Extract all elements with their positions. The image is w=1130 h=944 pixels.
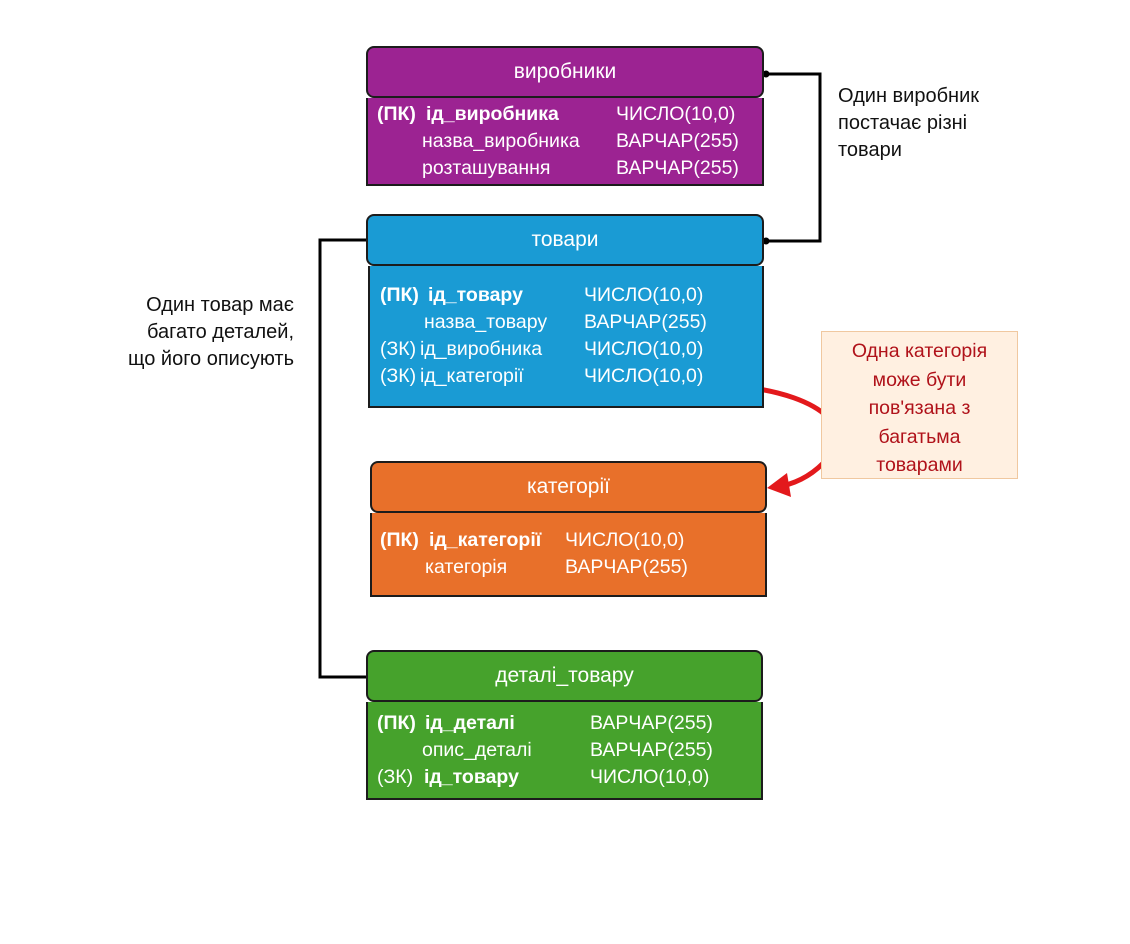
field-name: ід_товару [428,284,523,306]
field-row: (ЗК) ід_товару ЧИСЛО(10,0) [368,764,761,791]
field-type: ЧИСЛО(10,0) [584,365,704,387]
field-name: назва_виробника [422,130,580,152]
field-type: ВАРЧАР(255) [565,556,688,578]
manufacturer-product-connector [764,72,822,243]
field-type: ЧИСЛО(10,0) [590,766,710,788]
field-name: ід_товару [424,766,519,788]
connector-end-dot [762,70,770,78]
field-name: ід_виробника [420,338,543,360]
note-category-products: Одна категорія може бути пов'язана з баг… [821,331,1018,479]
field-type: ВАРЧАР(255) [616,130,739,152]
entity-products: товари (ПК) ід_товару ЧИСЛО(10,0) назва_… [366,214,764,408]
entity-title: товари [531,228,599,251]
field-type: ВАРЧАР(255) [616,157,739,179]
field-key: (ЗК) [380,365,417,387]
field-row: (ЗК) ід_виробника ЧИСЛО(10,0) [370,336,762,363]
field-type: ЧИСЛО(10,0) [584,284,704,306]
entity-manufacturers: виробники (ПК) ід_виробника ЧИСЛО(10,0) … [366,46,764,186]
field-type: ЧИСЛО(10,0) [584,338,704,360]
field-name: ід_категорії [429,529,542,551]
field-row: (ПК) ід_товару ЧИСЛО(10,0) [370,282,762,309]
entity-product-details: деталі_товару (ПК) ід_деталі ВАРЧАР(255)… [366,650,763,800]
field-key: (ПК) [380,284,419,306]
field-row: (ПК) ід_виробника ЧИСЛО(10,0) [368,101,762,128]
connector-end-dot [762,237,770,245]
field-type: ЧИСЛО(10,0) [565,529,685,551]
entity-fields: (ПК) ід_виробника ЧИСЛО(10,0) назва_виро… [366,98,764,186]
field-row: опис_деталі ВАРЧАР(255) [368,737,761,764]
field-key: (ПК) [377,103,416,125]
product-details-connector [318,238,366,679]
field-key: (ПК) [380,529,419,551]
field-name: ід_деталі [425,712,515,734]
note-manufacturer-products: Один виробник постачає різні товари [838,85,980,161]
field-name: назва_товару [424,311,548,333]
field-row: (ЗК) ід_категорії ЧИСЛО(10,0) [370,363,762,390]
entity-header: деталі_товару [366,650,763,702]
field-name: розташування [422,157,551,179]
field-type: ЧИСЛО(10,0) [616,103,736,125]
entity-header: виробники [366,46,764,98]
field-type: ВАРЧАР(255) [590,739,713,761]
field-row: назва_виробника ВАРЧАР(255) [368,128,762,155]
field-key: (ЗК) [377,766,414,788]
field-row: категорія ВАРЧАР(255) [372,554,765,581]
field-name: ід_категорії [420,365,524,387]
field-row: розташування ВАРЧАР(255) [368,155,762,182]
field-key: (ПК) [377,712,416,734]
field-name: ід_виробника [426,103,559,125]
entity-categories: категорії (ПК) ід_категорії ЧИСЛО(10,0) … [370,461,767,597]
field-row: (ПК) ід_деталі ВАРЧАР(255) [368,710,761,737]
arrowhead-to-categories [767,473,791,497]
note-product-details: Один товар має багато деталей, що його о… [127,294,294,370]
field-row: (ПК) ід_категорії ЧИСЛО(10,0) [372,527,765,554]
entity-title: категорії [527,475,610,498]
entity-header: категорії [370,461,767,513]
entity-fields: (ПК) ід_товару ЧИСЛО(10,0) назва_товару … [368,266,764,408]
field-row: назва_товару ВАРЧАР(255) [370,309,762,336]
entity-title: деталі_товару [495,664,634,687]
field-name: категорія [425,556,508,578]
field-type: ВАРЧАР(255) [590,712,713,734]
entity-header: товари [366,214,764,266]
entity-title: виробники [513,60,617,83]
entity-fields: (ПК) ід_категорії ЧИСЛО(10,0) категорія … [370,513,767,597]
field-type: ВАРЧАР(255) [584,311,707,333]
field-key: (ЗК) [380,338,417,360]
field-name: опис_деталі [422,739,532,761]
entity-fields: (ПК) ід_деталі ВАРЧАР(255) опис_деталі В… [366,702,763,800]
